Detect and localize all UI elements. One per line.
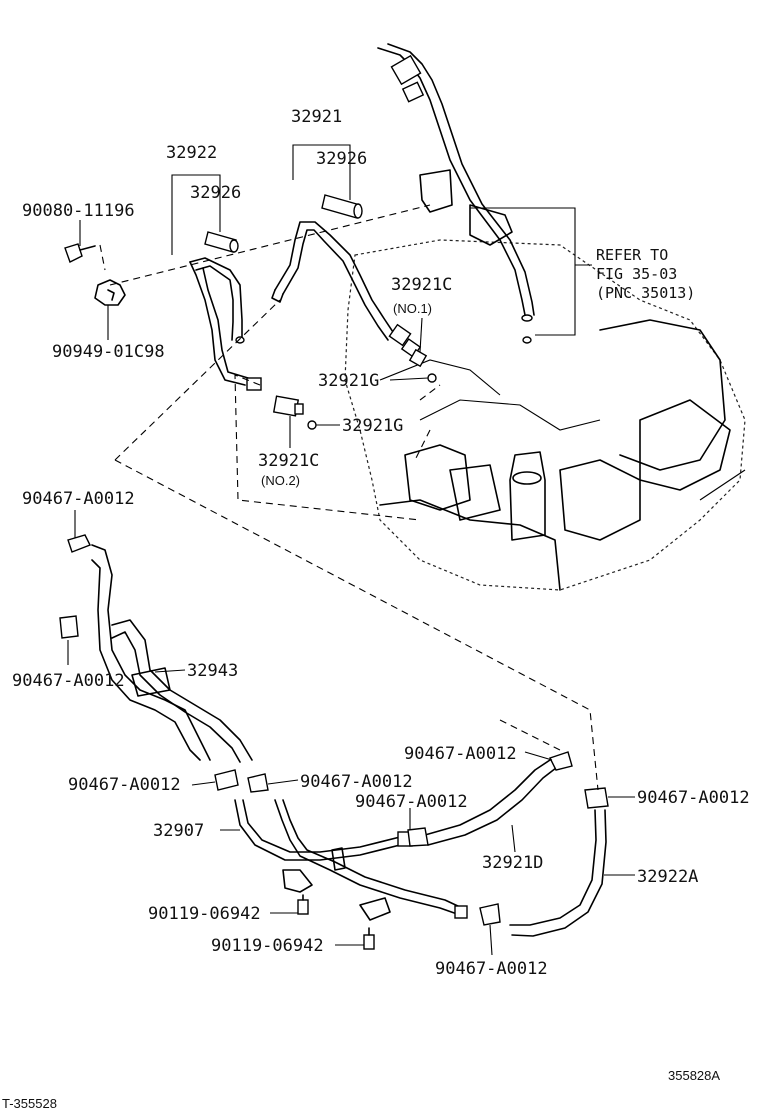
sleeve-32926-right xyxy=(321,194,363,219)
label-bolt-1: 90119-06942 xyxy=(148,904,261,924)
label-clamp-5: 90467-A0012 xyxy=(404,744,517,764)
label-no1: (NO.1) xyxy=(393,301,432,316)
clamp-90467-3 xyxy=(214,769,239,791)
gasket-32921G-1 xyxy=(427,373,437,383)
sleeve-32926-left xyxy=(204,231,239,253)
label-32921C-no2: 32921C xyxy=(258,451,319,471)
label-32921: 32921 xyxy=(291,107,342,127)
refer-line-1: REFER TO xyxy=(596,246,668,264)
label-32921G-2: 32921G xyxy=(342,416,403,436)
label-32943: 32943 xyxy=(187,661,238,681)
bolt-90119-1 xyxy=(297,894,309,915)
label-90080-11196: 90080-11196 xyxy=(22,201,135,221)
label-clamp-3: 90467-A0012 xyxy=(68,775,181,795)
pipe-32907 xyxy=(234,799,468,921)
label-clamp-2: 90467-A0012 xyxy=(12,671,125,691)
reference-lines xyxy=(99,204,599,791)
label-clamp-8: 90467-A0012 xyxy=(435,959,548,979)
hose-32922 xyxy=(189,257,262,391)
label-32922: 32922 xyxy=(166,143,217,163)
hose-32943 xyxy=(91,544,253,763)
hose-32921D xyxy=(407,751,573,847)
sensor-32921C-no2 xyxy=(272,395,304,417)
label-clamp-7: 90467-A0012 xyxy=(637,788,750,808)
label-clamp-4: 90467-A0012 xyxy=(300,772,413,792)
leader-lines xyxy=(67,144,635,956)
label-no2: (NO.2) xyxy=(261,473,300,488)
label-32921D: 32921D xyxy=(482,853,543,873)
label-32922A: 32922A xyxy=(637,867,698,887)
label-32907: 32907 xyxy=(153,821,204,841)
part-labels: 32921 32922 32926 32926 90080-11196 9094… xyxy=(2,107,750,1111)
label-32926-left: 32926 xyxy=(190,183,241,203)
gasket-32921G-2 xyxy=(307,420,317,430)
label-clamp-6: 90467-A0012 xyxy=(355,792,468,812)
label-bolt-2: 90119-06942 xyxy=(211,936,324,956)
label-32926-right: 32926 xyxy=(316,149,367,169)
sensor-32921C-no1 xyxy=(408,348,428,368)
hose-32922A xyxy=(479,787,609,937)
label-32921C-no1: 32921C xyxy=(391,275,452,295)
refer-line-3: (PNC 35013) xyxy=(596,284,695,302)
label-32921G-1: 32921G xyxy=(318,371,379,391)
clamp-90467-2 xyxy=(59,615,79,639)
dipstick-tube xyxy=(377,43,535,344)
clamp-90467-1 xyxy=(67,534,91,553)
bolt-90080 xyxy=(64,243,96,263)
clamp-90949 xyxy=(94,279,126,306)
transmission-assembly xyxy=(344,239,746,591)
label-90949-01C98: 90949-01C98 xyxy=(52,342,165,362)
clamp-90467-4 xyxy=(247,773,269,793)
label-clamp-1: 90467-A0012 xyxy=(22,489,135,509)
refer-line-2: FIG 35-03 xyxy=(596,265,677,283)
illustration-code: 355828A xyxy=(668,1068,720,1083)
figure-code: T-355528 xyxy=(2,1096,57,1111)
bolt-90119-2 xyxy=(363,927,375,950)
